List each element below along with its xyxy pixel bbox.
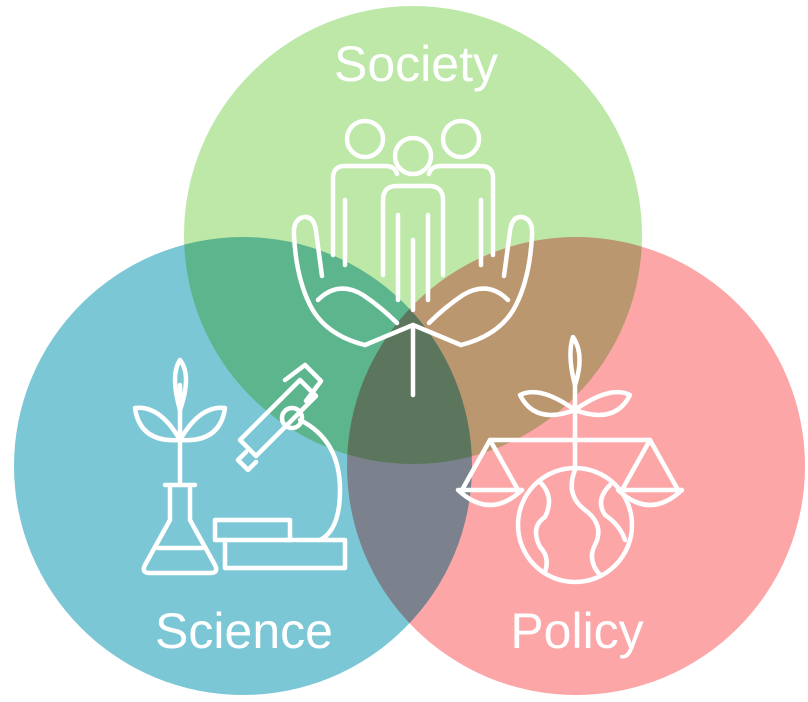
science-label: Science — [155, 603, 333, 659]
scales-plant-globe-icon — [455, 334, 685, 585]
people-in-hands-icon — [291, 118, 535, 398]
society-label: Society — [334, 36, 498, 92]
plant-flask-microscope-icon — [132, 357, 348, 576]
venn-circles — [14, 6, 805, 695]
policy-label: Policy — [510, 603, 643, 659]
